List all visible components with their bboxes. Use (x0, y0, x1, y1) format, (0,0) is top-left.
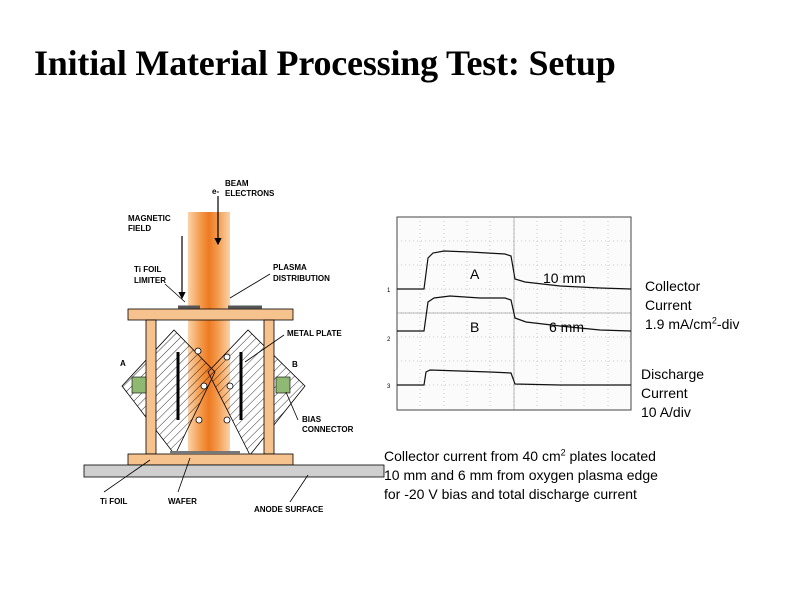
discharge-line-2: Current (641, 385, 688, 401)
plate-a-label: A (120, 359, 126, 368)
electrode-a (131, 376, 147, 394)
ti-foil-limiter-leader (164, 283, 186, 303)
trace-a-distance: 10 mm (543, 270, 586, 286)
ti-foil-leader (103, 459, 151, 493)
anode-surface-label: ANODE SURFACE (254, 505, 324, 514)
wafer-label: WAFER (168, 497, 197, 506)
discharge-line-1: Discharge (641, 366, 705, 382)
collector-line-2: Current (645, 297, 692, 313)
electron-beam (188, 212, 230, 455)
trace-b-distance: 6 mm (549, 319, 584, 335)
ti-foil-label: Ti FOIL (100, 497, 128, 506)
magnetic-field-label: MAGNETIC (128, 214, 171, 223)
caption-line-1: Collector current from 40 cm2 plates loc… (384, 447, 656, 464)
right-post (263, 319, 275, 455)
anode-surface-leader (289, 474, 309, 503)
metal-plate-label: METAL PLATE (287, 329, 342, 338)
metal-plate-leader (244, 334, 285, 363)
plate-b-label: B (292, 360, 298, 369)
trace-a (397, 250, 632, 290)
caption-line-3: for -20 V bias and total discharge curre… (384, 486, 637, 502)
left-post (145, 319, 157, 455)
channel-1-marker: 1 (387, 288, 391, 294)
trace-discharge (397, 369, 631, 386)
collector-current-legend: Collector Current 1.9 mA/cm2-div (645, 277, 739, 334)
bias-connector-label: BIAS (302, 415, 322, 424)
trace-b (397, 295, 632, 332)
hatched-region-right (207, 329, 306, 456)
channel-3-marker: 3 (387, 384, 391, 390)
slide-title: Initial Material Processing Test: Setup (34, 43, 616, 83)
wafer-leader (177, 457, 191, 493)
trace-b-label: B (470, 319, 479, 335)
top-frame-plate (127, 308, 294, 321)
channel-2-marker: 2 (387, 337, 391, 343)
plasma-distribution-label-2: DISTRIBUTION (273, 274, 330, 283)
collector-line-3: 1.9 mA/cm2-div (645, 315, 740, 332)
beam-label-2: ELECTRONS (225, 189, 275, 198)
magnetic-field-label-2: FIELD (128, 224, 151, 233)
anode-surface (83, 464, 385, 478)
oscilloscope-screen: 1 2 3 A 10 mm B 6 mm (387, 216, 632, 411)
caption-line-2: 10 mm and 6 mm from oxygen plasma edge (384, 467, 658, 483)
electrode-b (275, 376, 291, 394)
trace-a-label: A (470, 266, 480, 282)
discharge-current-legend: Discharge Current 10 A/div (641, 365, 704, 422)
plasma-distribution-label: PLASMA (273, 263, 307, 272)
bias-connector-leader (285, 391, 299, 421)
beam-symbol: e- (212, 187, 219, 196)
fastener-bolts (194, 347, 234, 424)
collector-line-1: Collector (645, 278, 701, 294)
discharge-line-3: 10 A/div (641, 404, 691, 420)
bias-connector-label-2: CONNECTOR (302, 425, 354, 434)
ti-foil-limiter-label-2: LIMITER (134, 276, 166, 285)
beam-label: BEAM (225, 179, 249, 188)
plasma-distribution-leader (229, 273, 271, 299)
figure-caption: Collector current from 40 cm2 plates loc… (384, 447, 724, 504)
wafer (170, 451, 240, 454)
bottom-frame-plate (127, 453, 294, 466)
ti-foil-limiter-label: Ti FOIL (134, 265, 162, 274)
